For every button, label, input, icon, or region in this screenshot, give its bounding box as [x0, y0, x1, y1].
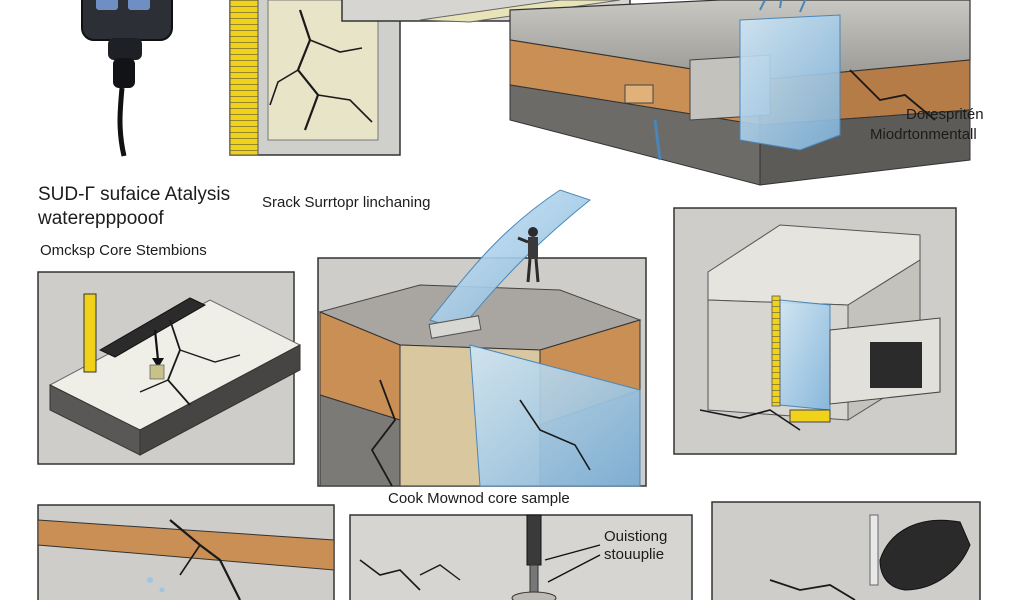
basement-box-right: [673, 207, 957, 455]
slab-bottom-left: [37, 504, 335, 600]
foundation-cutaway-top-right: [509, 0, 971, 186]
surface-analysis-block: [37, 271, 302, 465]
gloved-hand-icon: [869, 514, 971, 591]
left-subtitle: Omcksp Core Stembions: [40, 242, 207, 259]
bottom-caption: Cook Mownod core sample: [388, 490, 570, 507]
crack-panel-top: [229, 0, 401, 156]
left-title-line2: waterepppooof: [38, 208, 164, 229]
label-top-right-line2: Miodrtonmentall: [870, 126, 977, 143]
center-caption: Srack Surrtopr linchaning: [262, 194, 431, 211]
waterproofing-cutaway-center: [317, 181, 647, 487]
moisture-meter-icon: [81, 0, 173, 157]
inspection-panel-bottom-right: [711, 501, 981, 600]
left-title-line1: SUD-Γ sufaice Atalysis: [38, 184, 231, 205]
person-figure-icon: [517, 227, 540, 283]
core-sample-panel: [349, 514, 693, 600]
label-top-right-line1: Dorespritén: [906, 106, 984, 123]
bottom-right-label-line2: stouuplie: [604, 546, 665, 563]
bottom-right-label-line1: Ouistiong: [604, 528, 668, 545]
core-drill-icon: [511, 514, 557, 600]
